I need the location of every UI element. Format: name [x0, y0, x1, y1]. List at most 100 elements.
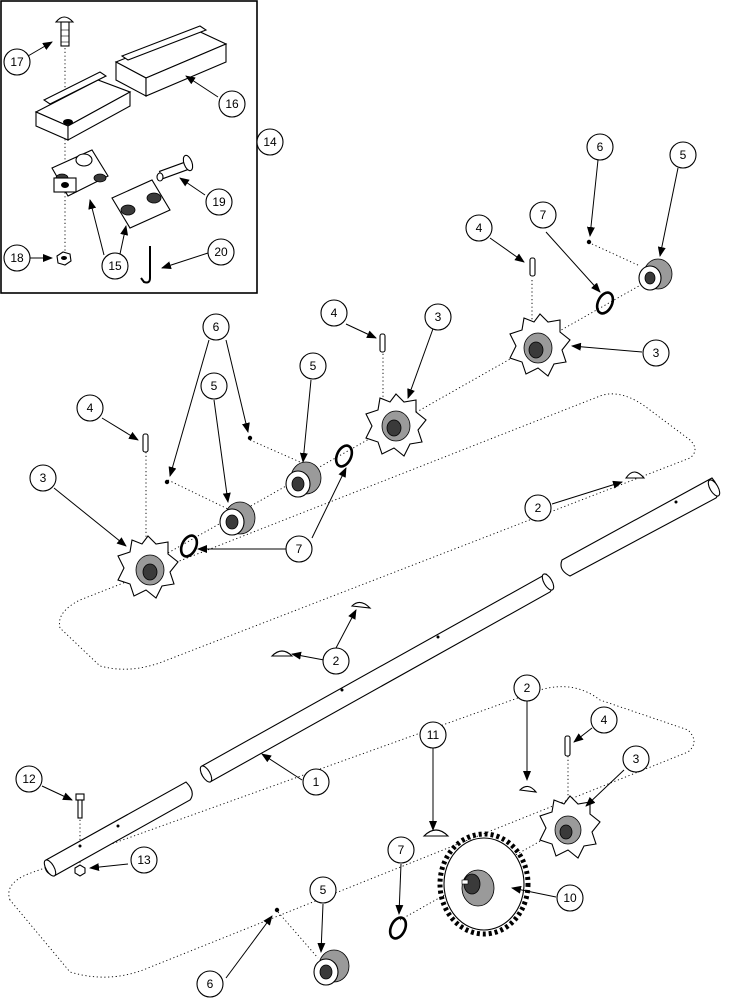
part-2-key	[518, 785, 538, 793]
svg-text:1: 1	[313, 775, 320, 789]
svg-text:14: 14	[263, 135, 277, 149]
svg-text:4: 4	[601, 713, 608, 727]
leader-lines	[41, 159, 679, 979]
svg-text:7: 7	[296, 542, 303, 556]
lower-group-outline	[8, 686, 695, 978]
upper-group-outline	[58, 393, 696, 670]
callout-14: 14	[256, 128, 284, 156]
callout-3: 3	[642, 339, 670, 367]
callout-3: 3	[424, 303, 452, 331]
svg-text:10: 10	[563, 891, 577, 905]
callout-4: 4	[465, 214, 493, 242]
part-12-bolt	[75, 793, 85, 819]
part-13-nut	[74, 864, 86, 877]
part-3-sprocket	[365, 393, 427, 457]
callout-5: 5	[200, 372, 228, 400]
callout-6: 6	[196, 970, 224, 998]
svg-text:16: 16	[225, 97, 239, 111]
inset-detail	[0, 0, 258, 294]
svg-text:4: 4	[476, 221, 483, 235]
svg-text:2: 2	[333, 654, 340, 668]
part-5-collar	[313, 949, 350, 986]
svg-text:6: 6	[597, 140, 604, 154]
part-6-set-screw	[274, 907, 280, 913]
callout-16: 16	[218, 90, 246, 118]
part-17-carriage-bolt	[54, 16, 75, 47]
svg-text:3: 3	[653, 346, 660, 360]
part-3-sprocket	[539, 795, 601, 859]
callout-13: 13	[130, 846, 158, 874]
svg-text:7: 7	[398, 843, 405, 857]
part-16-channel-guide	[34, 25, 228, 141]
part-19-pin	[156, 154, 194, 182]
svg-text:2: 2	[535, 501, 542, 515]
callout-20: 20	[207, 238, 235, 266]
callout-6: 6	[586, 133, 614, 161]
svg-text:7: 7	[540, 208, 547, 222]
part-11-key	[422, 829, 450, 837]
svg-text:15: 15	[108, 259, 122, 273]
part-3-sprocket	[509, 313, 571, 377]
svg-text:19: 19	[212, 195, 226, 209]
callout-15: 15	[101, 252, 129, 280]
part-10-drive-sprocket	[437, 831, 531, 937]
svg-text:5: 5	[680, 148, 687, 162]
part-4-pin	[564, 735, 571, 757]
part-15-chain-links	[51, 149, 171, 229]
callout-1: 1	[302, 768, 330, 796]
callout-4: 4	[76, 394, 104, 422]
part-7-washer	[334, 444, 354, 468]
svg-text:6: 6	[213, 320, 220, 334]
callout-2: 2	[524, 494, 552, 522]
part-6-set-screw	[586, 239, 592, 245]
svg-text:4: 4	[331, 306, 338, 320]
callout-10: 10	[556, 884, 584, 912]
callout-12: 12	[15, 765, 43, 793]
svg-text:3: 3	[40, 471, 47, 485]
svg-text:5: 5	[310, 359, 317, 373]
part-6-set-screw	[164, 479, 170, 485]
svg-text:20: 20	[214, 245, 228, 259]
part-4-pin	[142, 433, 149, 453]
callout-7: 7	[387, 836, 415, 864]
svg-text:11: 11	[427, 728, 440, 742]
part-7-washer	[388, 916, 408, 940]
callout-7: 7	[285, 535, 313, 563]
part-4-pin	[379, 333, 386, 353]
callout-7: 7	[529, 201, 557, 229]
part-3-sprocket	[117, 535, 179, 599]
callout-11: 11	[419, 721, 447, 749]
svg-text:18: 18	[10, 251, 24, 265]
part-7-washer	[595, 291, 615, 315]
part-20-j-hook	[140, 246, 151, 284]
part-18-nut	[56, 251, 72, 266]
part-4-pin	[529, 257, 536, 277]
svg-text:3: 3	[435, 310, 442, 324]
callout-19: 19	[205, 188, 233, 216]
callout-balloons: 1 2 2 2 3 3 3 3 4 4 4 4 5 5 5 5 6 6 6 7 …	[3, 48, 697, 998]
svg-text:3: 3	[633, 752, 640, 766]
part-5-collar	[285, 461, 322, 498]
callout-2: 2	[322, 647, 350, 675]
callout-5: 5	[309, 876, 337, 904]
svg-text:4: 4	[87, 401, 94, 415]
svg-text:5: 5	[211, 379, 218, 393]
callout-2: 2	[513, 674, 541, 702]
callout-3: 3	[622, 745, 650, 773]
callout-4: 4	[590, 706, 618, 734]
callout-3: 3	[29, 464, 57, 492]
callout-4: 4	[320, 299, 348, 327]
shaft-left-segment	[43, 781, 193, 877]
part-2-key	[624, 471, 646, 479]
callout-5: 5	[299, 352, 327, 380]
part-5-collar	[638, 258, 673, 291]
part-5-collar	[219, 501, 256, 536]
part-2-key	[350, 601, 372, 609]
svg-text:13: 13	[137, 853, 151, 867]
part-6-set-screw	[247, 435, 253, 441]
svg-text:12: 12	[22, 772, 36, 786]
part-7-washer	[179, 534, 199, 558]
callout-5: 5	[669, 141, 697, 169]
shaft-right-segment	[560, 477, 721, 577]
